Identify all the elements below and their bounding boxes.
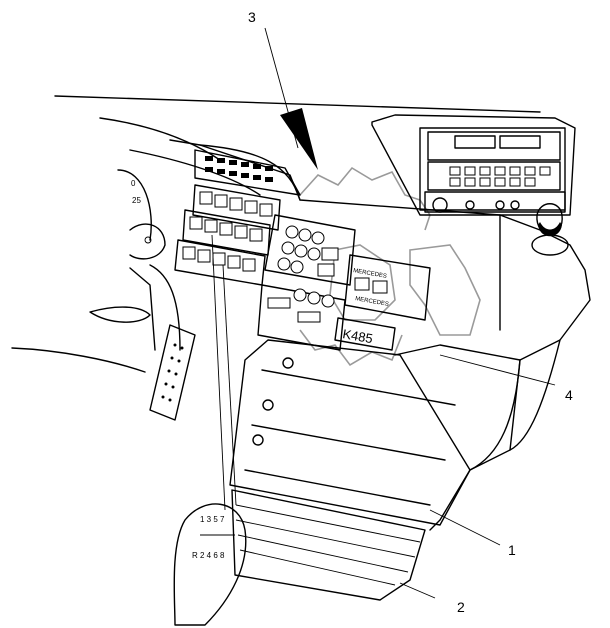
- control-panel-right: K485 MERCEDES MERCEDES: [257, 254, 431, 351]
- brand-plate-lower: MERCEDES: [355, 296, 390, 308]
- cab-outline: [11, 95, 541, 373]
- callout-3-label: 3: [248, 9, 256, 25]
- gauge-tick-0: 0: [131, 179, 136, 188]
- climate-control-panel: [264, 214, 356, 286]
- drawer-stack: [229, 339, 521, 526]
- callout-4-label: 4: [565, 387, 573, 403]
- shift-knob-right: [531, 203, 569, 256]
- switch-panel-middle: [182, 209, 271, 256]
- callout-3: 3: [248, 9, 318, 170]
- switch-panel-upper: [192, 184, 281, 231]
- gauge-tick-25: 25: [132, 196, 141, 205]
- gear-pattern-top: 1 3 5 7: [200, 515, 225, 524]
- brand-plate-upper: MERCEDES: [353, 268, 388, 280]
- gear-pattern-bottom: R 2 4 6 8: [192, 551, 225, 560]
- leader-lines-vertical: [211, 234, 237, 511]
- display-readout: K485: [341, 326, 374, 346]
- callout-4: 4: [439, 354, 573, 403]
- callout-2-label: 2: [457, 599, 465, 615]
- callout-1: 1: [429, 509, 516, 558]
- callout-1-label: 1: [508, 542, 516, 558]
- vent-grille: [194, 149, 301, 196]
- accelerator-pedal: [149, 324, 196, 421]
- callout-2: 2: [399, 582, 465, 615]
- overhead-radio-console: [371, 114, 576, 216]
- instrument-cluster: 0 25: [89, 169, 181, 351]
- lower-base: [231, 489, 426, 601]
- gear-shift-knob: 1 3 5 7 R 2 4 6 8: [173, 503, 247, 626]
